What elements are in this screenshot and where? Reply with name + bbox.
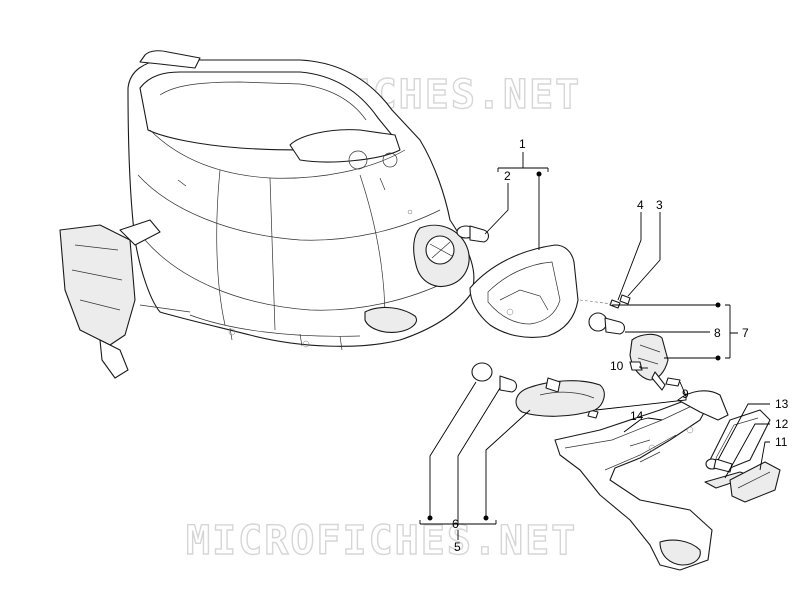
part-2-bulb (456, 225, 490, 243)
callout-4: 4 (637, 198, 644, 212)
callout-9: 9 (682, 387, 689, 401)
part-3-screw (619, 294, 631, 305)
callout-3: 3 (656, 198, 663, 212)
watermark-bottom: MICROFICHES.NET (186, 518, 577, 564)
callout-1: 1 (519, 137, 526, 151)
callout-12: 12 (775, 417, 789, 431)
callout-5: 5 (454, 540, 461, 554)
part-9-screw (587, 377, 681, 419)
callout-labels: 1 2 3 4 5 6 7 8 9 10 11 12 13 14 (452, 137, 789, 554)
callout-13: 13 (775, 397, 789, 411)
part-1-tail-lamp (469, 244, 579, 338)
callout-10: 10 (610, 359, 624, 373)
part-10-nut (629, 361, 643, 371)
leader-lines (419, 152, 770, 540)
callout-6: 6 (452, 517, 459, 531)
callout-8: 8 (714, 326, 721, 340)
callout-2: 2 (504, 169, 511, 183)
rear-mudguard (554, 390, 729, 571)
callout-11: 11 (775, 435, 788, 449)
callout-14: 14 (630, 409, 644, 423)
part-7-right-indicator (588, 312, 669, 391)
part-5-left-indicator (471, 362, 605, 417)
part-11-plate-light-lens (729, 461, 781, 503)
part-4-screw (579, 299, 621, 309)
callout-7: 7 (742, 326, 749, 340)
body-shell (59, 50, 475, 379)
